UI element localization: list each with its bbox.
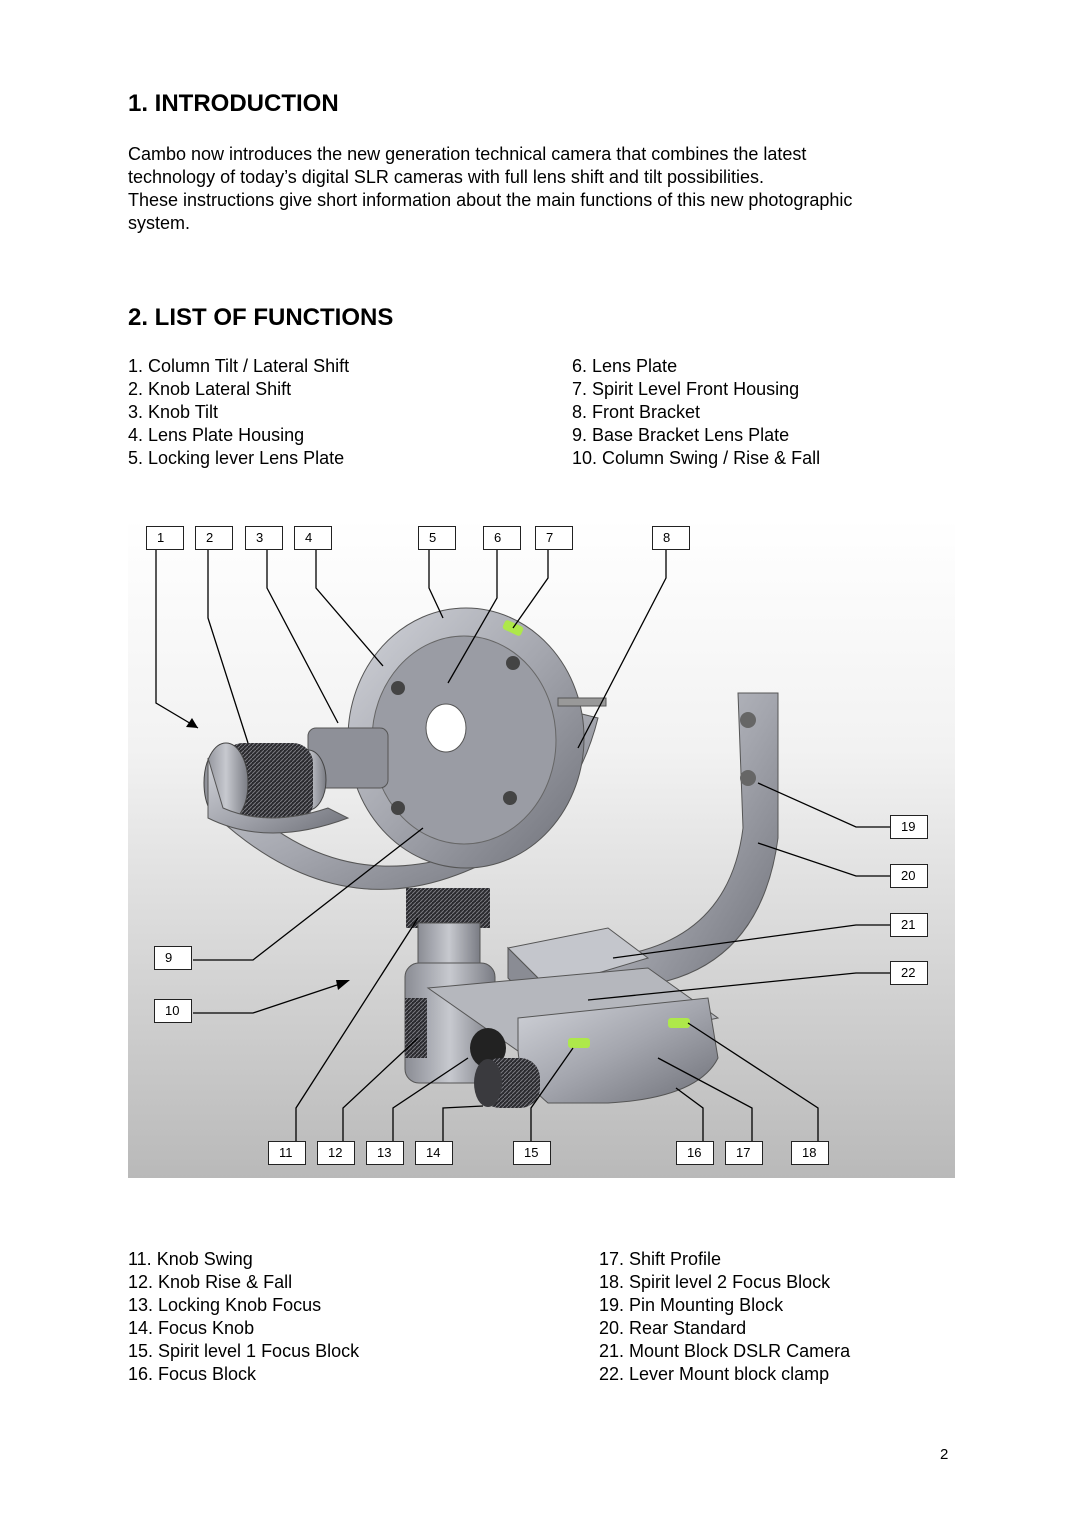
callout-15: 15 (513, 1141, 551, 1165)
intro-line: These instructions give short informatio… (128, 190, 853, 210)
callout-5: 5 (418, 526, 456, 550)
callout-1: 1 (146, 526, 184, 550)
section-heading-introduction: 1. INTRODUCTION (128, 90, 339, 117)
list-item: 3. Knob Tilt (128, 402, 219, 422)
list-item: 19. Pin Mounting Block (599, 1295, 784, 1315)
callout-12: 12 (317, 1141, 355, 1165)
list-item: 14. Focus Knob (128, 1318, 255, 1338)
function-list-right: 6. Lens Plate 7. Spirit Level Front Hous… (572, 355, 820, 470)
list-item: 8. Front Bracket (572, 402, 701, 422)
callout-20: 20 (890, 864, 928, 888)
list-item: 11. Knob Swing (128, 1249, 253, 1269)
intro-line: Cambo now introduces the new generation … (128, 144, 807, 164)
list-item: 4. Lens Plate Housing (128, 425, 305, 445)
function-list-bottom-left: 11. Knob Swing 12. Knob Rise & Fall 13. … (128, 1248, 359, 1386)
intro-line: system. (128, 213, 191, 233)
list-item: 16. Focus Block (128, 1364, 257, 1384)
list-item: 22. Lever Mount block clamp (599, 1364, 830, 1384)
callout-4: 4 (294, 526, 332, 550)
callout-7: 7 (535, 526, 573, 550)
callout-18: 18 (791, 1141, 829, 1165)
list-item: 5. Locking lever Lens Plate (128, 448, 345, 468)
list-item: 6. Lens Plate (572, 356, 678, 376)
callout-22: 22 (890, 961, 928, 985)
list-item: 1. Column Tilt / Lateral Shift (128, 356, 350, 376)
list-item: 12. Knob Rise & Fall (128, 1272, 293, 1292)
list-item: 13. Locking Knob Focus (128, 1295, 322, 1315)
callout-21: 21 (890, 913, 928, 937)
list-item: 7. Spirit Level Front Housing (572, 379, 800, 399)
camera-diagram: 1 2 3 4 5 6 7 8 9 10 11 12 13 14 15 16 1… (128, 518, 955, 1178)
callout-10: 10 (154, 999, 192, 1023)
callout-6: 6 (483, 526, 521, 550)
callout-2: 2 (195, 526, 233, 550)
list-item: 17. Shift Profile (599, 1249, 722, 1269)
function-list-bottom-right: 17. Shift Profile 18. Spirit level 2 Foc… (599, 1248, 850, 1386)
callout-11: 11 (268, 1141, 306, 1165)
intro-paragraph: Cambo now introduces the new generation … (128, 143, 958, 235)
callout-16: 16 (676, 1141, 714, 1165)
intro-line: technology of today’s digital SLR camera… (128, 167, 764, 187)
list-item: 21. Mount Block DSLR Camera (599, 1341, 851, 1361)
callout-8: 8 (652, 526, 690, 550)
camera-illustration (128, 518, 955, 1178)
callout-13: 13 (366, 1141, 404, 1165)
callout-14: 14 (415, 1141, 453, 1165)
list-item: 20. Rear Standard (599, 1318, 747, 1338)
callout-3: 3 (245, 526, 283, 550)
callout-9: 9 (154, 946, 192, 970)
list-item: 18. Spirit level 2 Focus Block (599, 1272, 831, 1292)
list-item: 9. Base Bracket Lens Plate (572, 425, 790, 445)
section-heading-functions: 2. LIST OF FUNCTIONS (128, 304, 394, 331)
list-item: 10. Column Swing / Rise & Fall (572, 448, 821, 468)
callout-17: 17 (725, 1141, 763, 1165)
callout-19: 19 (890, 815, 928, 839)
page-number: 2 (940, 1446, 949, 1463)
function-list-left: 1. Column Tilt / Lateral Shift 2. Knob L… (128, 355, 349, 470)
list-item: 15. Spirit level 1 Focus Block (128, 1341, 360, 1361)
list-item: 2. Knob Lateral Shift (128, 379, 292, 399)
